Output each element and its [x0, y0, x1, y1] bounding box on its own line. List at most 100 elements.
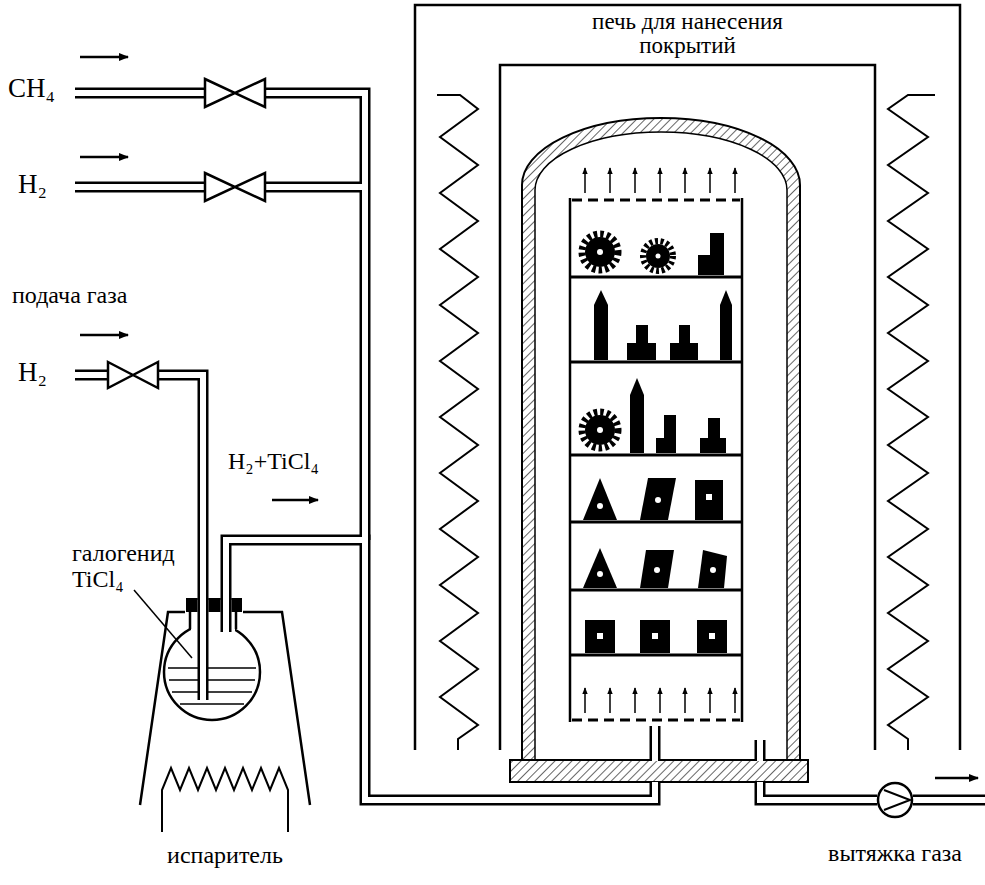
drill-rod — [630, 378, 644, 453]
insert-plate — [583, 548, 617, 588]
exhaust-label: вытяжка газа — [828, 840, 962, 866]
gas-flow-arrow — [634, 688, 636, 713]
drill-rod — [594, 290, 608, 360]
gas-pipe — [158, 375, 203, 600]
insert-hole — [655, 497, 661, 503]
insert-hole — [597, 503, 603, 509]
gas-flow-arrow — [709, 688, 711, 713]
insert-hole — [710, 567, 716, 573]
gas-flow-arrow — [659, 168, 661, 193]
flask-stopper — [186, 598, 198, 612]
rack-post — [570, 198, 742, 722]
flask — [164, 597, 260, 720]
shelf-rack — [570, 198, 742, 722]
gas-formula: H₂ — [18, 358, 47, 388]
valve-symbol — [205, 79, 265, 107]
insert-plate — [640, 550, 674, 588]
gas-flow-arrow — [584, 688, 586, 713]
flask-tube-bore — [203, 597, 226, 700]
gear-cutter — [582, 412, 618, 448]
pipe-bore — [265, 184, 365, 190]
pipe-bore — [75, 93, 985, 800]
leader-label: галогенид TiCl₄ — [72, 540, 175, 593]
insert-plate — [698, 550, 727, 588]
gas-pipe — [760, 782, 877, 800]
flask-body — [164, 624, 260, 720]
gas-supply-note: подача газа — [12, 282, 127, 308]
flow-direction-arrow — [80, 57, 978, 778]
insert-hole — [709, 633, 715, 639]
insert-hole — [654, 567, 660, 573]
gas-flow-arrow — [609, 688, 611, 713]
tool-block — [698, 233, 724, 275]
pipe-bore — [75, 184, 205, 190]
flow-direction-arrow — [935, 777, 978, 780]
shelf — [570, 277, 742, 655]
exhaust-pump — [877, 782, 913, 818]
heater-coil — [162, 768, 288, 832]
drill-rod — [720, 290, 732, 360]
flow-direction-arrow — [272, 499, 318, 502]
insert-plate — [640, 620, 670, 653]
gear-cutter — [646, 244, 670, 268]
insert-hole — [706, 494, 712, 500]
flask-tube — [203, 598, 226, 700]
pipe-bore — [75, 90, 205, 96]
flow-label: H₂+TiCl₄ — [228, 448, 319, 474]
gas-formula: CH₄ — [8, 74, 55, 104]
pipe-bore — [913, 797, 985, 803]
gas-flow-arrow — [584, 168, 586, 193]
flow-direction-arrow — [80, 334, 128, 337]
evaporator-housing: испаритель — [120, 600, 330, 845]
flow-direction-arrow — [80, 56, 128, 59]
tool-block — [670, 325, 698, 360]
gas-flow-arrow — [585, 168, 735, 713]
gear-cutter — [643, 241, 673, 271]
gas-formula: H₂ — [18, 170, 47, 200]
pipe-bore — [75, 372, 108, 378]
gas-flow-arrow — [734, 688, 736, 713]
liquid-level — [168, 668, 256, 704]
flask-stopper — [232, 598, 243, 612]
insert-hole — [652, 633, 658, 639]
insert-plate — [585, 620, 615, 653]
retort — [510, 118, 808, 782]
gear-bore — [597, 427, 603, 433]
gas-flow-arrow — [684, 688, 686, 713]
insert-plate — [695, 480, 723, 520]
pipe-bore — [760, 782, 877, 800]
inlet-tube — [655, 726, 760, 760]
gas-flow-arrow — [634, 168, 636, 193]
gas-pipe — [75, 93, 985, 800]
perforated-grid — [572, 200, 740, 720]
flask-stopper — [209, 598, 221, 612]
gas-flow-arrow — [684, 168, 686, 193]
gas-flow-arrow — [609, 168, 611, 193]
retort-wall — [522, 118, 800, 760]
coating-furnace: печь для нанесения покрытий — [415, 5, 960, 782]
gas-flow-arrow — [734, 168, 736, 193]
insert-plate — [697, 620, 727, 653]
evaporator-label: испаритель — [120, 842, 330, 868]
insert-hole — [597, 571, 603, 577]
tool-workpiece — [582, 233, 732, 653]
pipe-bore — [158, 375, 203, 600]
valve-symbol — [108, 79, 265, 388]
flow-direction-arrow — [80, 156, 128, 159]
tool-block — [627, 325, 656, 360]
gear-bore — [597, 249, 603, 255]
gas-pipe — [75, 370, 108, 381]
inlet-tube-bore — [655, 726, 760, 761]
tool-block — [656, 415, 676, 453]
base-plate — [510, 760, 808, 782]
pump-symbol — [878, 783, 912, 817]
insert-plate — [583, 478, 617, 520]
heating-coil — [437, 95, 478, 750]
heating-coil — [888, 95, 935, 750]
gear-bore — [656, 254, 661, 259]
gear-cutter — [582, 234, 618, 270]
evaporator-housing — [120, 600, 330, 845]
gas-pipe — [75, 88, 205, 99]
gas-pipe — [75, 182, 205, 193]
